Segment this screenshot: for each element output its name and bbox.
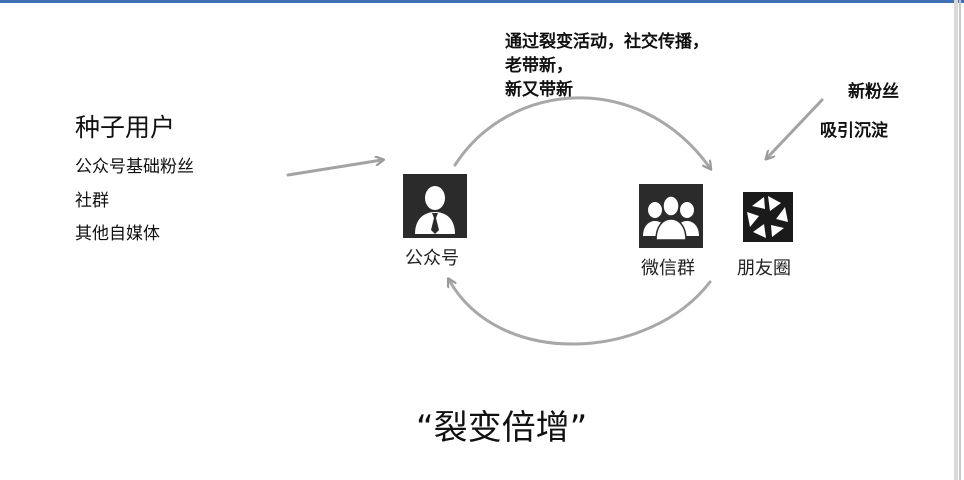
arrow-group-to-official xyxy=(449,280,712,346)
moments-label: 朋友圈 xyxy=(737,258,791,279)
seed-item-official-fans: 公众号基础粉丝 xyxy=(75,157,194,177)
official-account-label: 公众号 xyxy=(405,248,459,269)
wechat-group-label: 微信群 xyxy=(641,258,695,279)
top-note: 通过裂变活动，社交传播， 老带新， 新又带新 xyxy=(505,30,709,102)
group-people-icon xyxy=(639,184,703,248)
seed-item-community: 社群 xyxy=(75,191,109,211)
right-note-attract: 吸引沉淀 xyxy=(820,121,888,141)
arrow-official-to-group xyxy=(453,96,710,168)
seed-users-title: 种子用户 xyxy=(75,113,176,142)
fission-multiplier-title: “裂变倍增” xyxy=(416,408,588,448)
right-edge-rule xyxy=(954,0,958,480)
right-edge-rule-inner xyxy=(959,0,961,480)
right-note-new-fans: 新粉丝 xyxy=(848,82,899,102)
person-tie-icon xyxy=(403,174,467,238)
seed-item-other-media: 其他自媒体 xyxy=(75,224,160,244)
top-note-line-3: 新又带新 xyxy=(505,80,573,100)
top-note-line-1: 通过裂变活动，社交传播， xyxy=(505,32,709,52)
top-note-line-2: 老带新， xyxy=(505,56,573,76)
top-accent-rule xyxy=(0,0,964,3)
arrow-seed-to-official xyxy=(286,160,382,177)
aperture-icon xyxy=(743,192,793,242)
arrow-newfans-to-moments xyxy=(767,98,824,158)
